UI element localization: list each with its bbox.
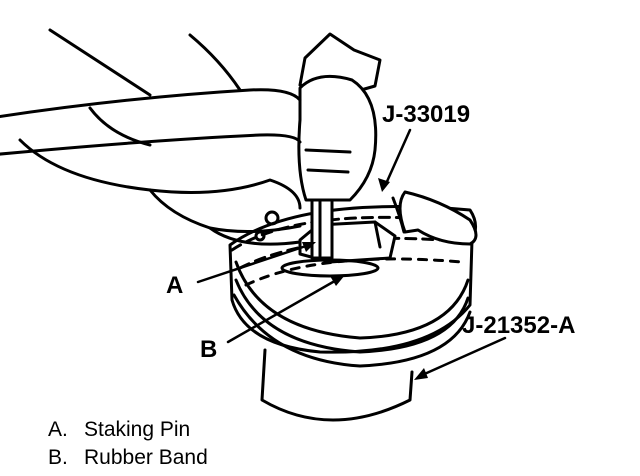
label-j-33019: J-33019 (382, 101, 470, 128)
hammer (0, 32, 382, 202)
legend-text: Staking Pin (84, 418, 191, 441)
leader-lines (196, 128, 507, 378)
tool-body-cylinder (260, 348, 414, 422)
arrowheads (302, 178, 428, 380)
legend-item-a: A. Staking Pin (48, 419, 190, 440)
hand (18, 28, 478, 246)
legend-key: A. (48, 418, 68, 441)
staking-pin (310, 194, 334, 260)
legend-item-b: B. Rubber Band (48, 447, 208, 468)
label-a: A (166, 272, 183, 299)
label-j-21352-a: J-21352-A (462, 312, 575, 339)
legend-key: B. (48, 446, 68, 469)
label-b: B (200, 336, 217, 363)
legend-text: Rubber Band (84, 446, 208, 469)
